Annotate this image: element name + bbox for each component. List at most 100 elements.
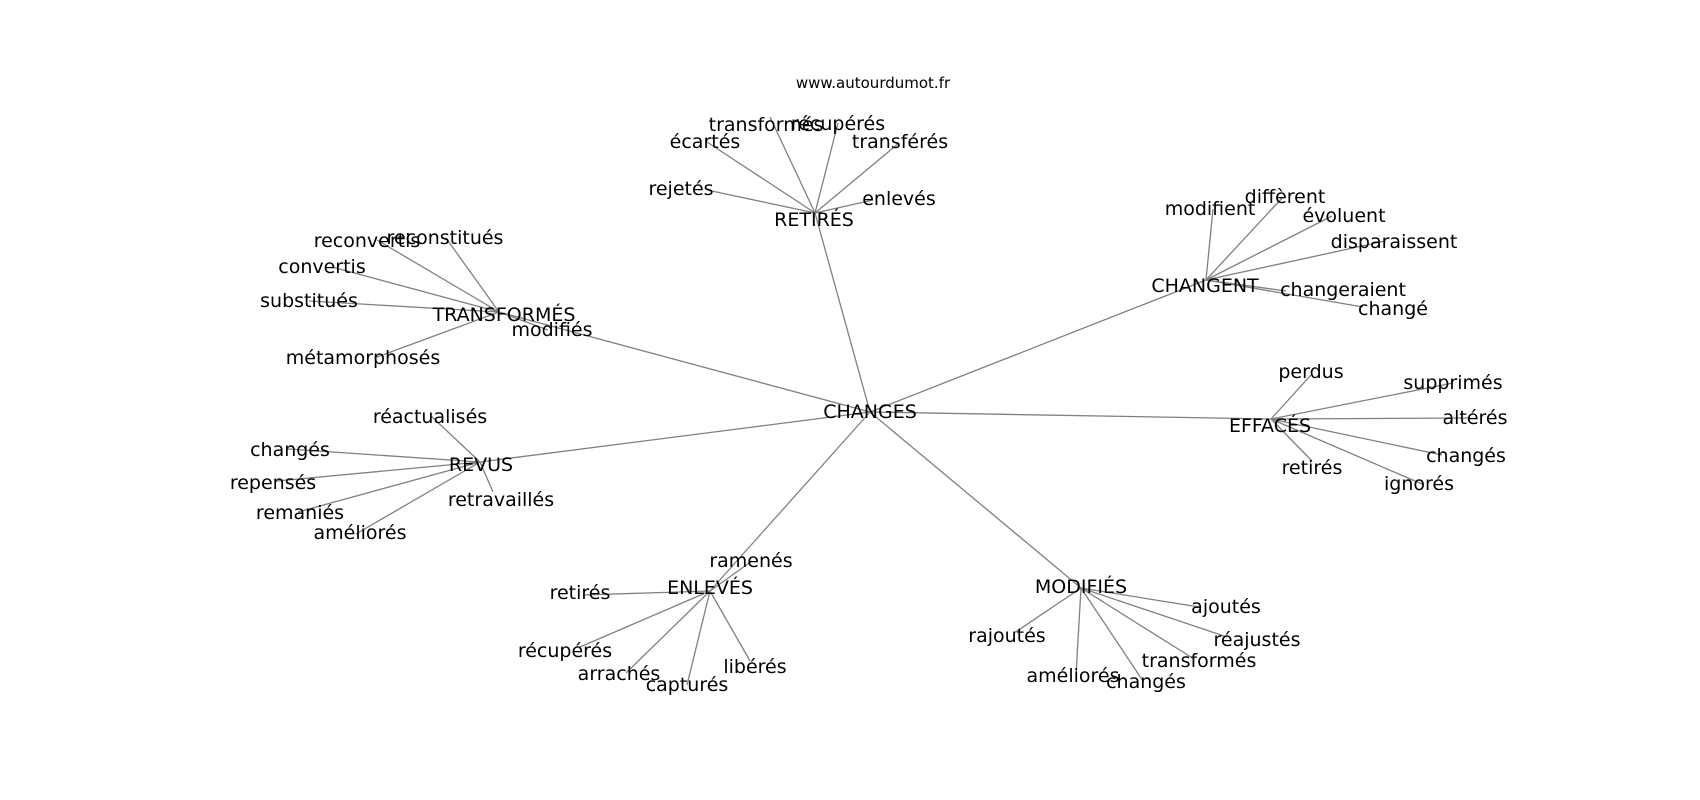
edge-changent-change <box>1205 279 1364 308</box>
leaf-node-effaces-retires[interactable]: retirés <box>1282 457 1343 479</box>
leaf-node-retires-recuperes[interactable]: récupérés <box>791 113 885 135</box>
edge-transformes-metamorphoses <box>376 311 500 358</box>
hub-node-revus[interactable]: REVUS <box>449 454 513 476</box>
hub-node-modifies[interactable]: MODIFIÉS <box>1035 575 1127 598</box>
edge-center-modifies <box>869 411 1082 589</box>
hub-node-effaces[interactable]: EFFACÉS <box>1229 414 1311 437</box>
leaf-node-modifies-changes[interactable]: changés <box>1106 671 1186 693</box>
edge-center-retires <box>814 212 871 413</box>
leaf-node-revus-reactualises[interactable]: réactualisés <box>373 406 487 428</box>
edge-changent-different <box>1205 196 1284 281</box>
edge-center-enleves <box>709 411 871 592</box>
leaf-node-transformes-metamorphoses[interactable]: métamorphosés <box>286 347 440 369</box>
edge-retires-recuperes <box>814 122 839 214</box>
edge-effaces-retires <box>1270 418 1313 462</box>
hub-node-retires[interactable]: RETIRÉS <box>774 208 854 231</box>
hub-node-changent[interactable]: CHANGENT <box>1151 275 1259 297</box>
edge-enleves-retires <box>582 590 711 596</box>
site-label[interactable]: www.autourdumot.fr <box>796 74 951 92</box>
leaf-node-enleves-ramenes[interactable]: ramenés <box>709 550 792 572</box>
edge-revus-changes <box>287 448 481 463</box>
edge-effaces-supprimes <box>1270 382 1454 420</box>
leaf-node-enleves-recuperes[interactable]: récupérés <box>518 640 612 662</box>
leaf-node-effaces-changes[interactable]: changés <box>1426 445 1506 467</box>
leaf-node-changent-evoluent[interactable]: évoluent <box>1302 205 1385 227</box>
leaf-node-retires-transformes[interactable]: transformés <box>709 114 824 136</box>
leaf-node-revus-changes[interactable]: changés <box>250 439 330 461</box>
leaf-node-retires-enleves[interactable]: enlevés <box>862 188 936 210</box>
edge-retires-transformes <box>769 116 816 214</box>
edge-enleves-captures <box>686 590 711 686</box>
edge-center-effaces <box>869 411 1272 420</box>
leaf-node-effaces-perdus[interactable]: perdus <box>1278 361 1343 383</box>
edge-changent-modifient <box>1205 208 1214 281</box>
edge-retires-rejetes <box>706 189 816 214</box>
edges-layer <box>276 116 1471 686</box>
edge-revus-remanies <box>297 461 481 513</box>
leaf-node-enleves-retires[interactable]: retirés <box>550 582 611 604</box>
leaf-node-modifies-rajoutes[interactable]: rajoutés <box>968 625 1045 647</box>
leaf-node-effaces-alteres[interactable]: altérés <box>1442 407 1507 429</box>
edge-transformes-reconvertis <box>376 239 500 313</box>
leaf-node-changent-change[interactable]: changé <box>1358 298 1428 320</box>
leaf-node-enleves-liberes[interactable]: libérés <box>723 656 786 678</box>
leaf-node-modifies-reajustes[interactable]: réajustés <box>1214 629 1301 651</box>
leaf-node-enleves-captures[interactable]: capturés <box>646 674 729 696</box>
leaf-node-transformes-convertis[interactable]: convertis <box>278 256 366 278</box>
edge-retires-ecartes <box>706 141 816 214</box>
hub-node-enleves[interactable]: ENLEVÉS <box>667 576 753 599</box>
edge-effaces-alteres <box>1270 417 1471 420</box>
edge-center-changent <box>869 279 1207 413</box>
edge-revus-ameliores <box>355 461 481 535</box>
edge-modifies-rajoutes <box>1013 587 1082 634</box>
edge-changent-evoluent <box>1205 215 1333 281</box>
edge-changent-disparaissent <box>1205 240 1386 281</box>
labels-layer: www.autourdumot.fr CHANGES RETIRÉS transf… <box>230 74 1508 696</box>
leaf-node-revus-remanies[interactable]: remaniés <box>256 502 344 524</box>
leaf-node-changent-different[interactable]: diffèrent <box>1245 186 1326 208</box>
leaf-node-modifies-ajoutes[interactable]: ajoutés <box>1191 596 1261 618</box>
edge-retires-transferes <box>814 142 900 214</box>
edge-revus-reactualises <box>430 415 481 463</box>
edge-retires-enleves <box>814 199 874 214</box>
edge-transformes-modifies <box>498 311 549 331</box>
edge-center-revus <box>479 411 871 463</box>
edge-enleves-arraches <box>625 590 711 674</box>
edge-enleves-liberes <box>709 590 751 662</box>
leaf-node-enleves-arraches[interactable]: arrachés <box>578 663 661 685</box>
edge-transformes-substitues <box>308 300 500 313</box>
leaf-node-effaces-ignores[interactable]: ignorés <box>1384 473 1454 495</box>
leaf-node-changent-modifient[interactable]: modifient <box>1165 198 1256 220</box>
edge-enleves-recuperes <box>579 590 711 648</box>
leaf-node-revus-repenses[interactable]: repensés <box>230 472 316 494</box>
edge-modifies-ameliores <box>1075 587 1082 676</box>
leaf-node-revus-retravailles[interactable]: retravaillés <box>448 489 554 511</box>
edge-modifies-ajoutes <box>1080 587 1200 608</box>
leaf-node-retires-transferes[interactable]: transférés <box>852 131 948 153</box>
edge-modifies-reajustes <box>1080 587 1228 638</box>
edge-transformes-reconstitues <box>445 237 500 313</box>
edge-modifies-transformes <box>1080 587 1195 660</box>
hub-node-transformes[interactable]: TRANSFORMÉS <box>432 303 576 326</box>
leaf-node-transformes-reconvertis[interactable]: reconvertis <box>314 230 421 252</box>
edge-effaces-ignores <box>1270 418 1423 485</box>
leaf-node-retires-ecartes[interactable]: écartés <box>670 131 741 153</box>
leaf-node-modifies-transformes[interactable]: transformés <box>1142 650 1257 672</box>
leaf-node-modifies-ameliores[interactable]: améliorés <box>1026 665 1119 687</box>
edge-effaces-perdus <box>1270 374 1312 420</box>
edge-revus-retravailles <box>479 461 494 493</box>
center-node[interactable]: CHANGES <box>823 401 917 423</box>
edge-revus-repenses <box>276 461 481 482</box>
leaf-node-transformes-substitues[interactable]: substitués <box>260 290 358 312</box>
edge-modifies-changes <box>1080 587 1144 682</box>
leaf-node-changent-changeraient[interactable]: changeraient <box>1280 279 1406 301</box>
leaf-node-effaces-supprimes[interactable]: supprimés <box>1403 372 1502 394</box>
leaf-node-transformes-modifies[interactable]: modifiés <box>511 319 592 341</box>
edge-enleves-ramenes <box>709 560 753 592</box>
edge-transformes-convertis <box>331 266 500 313</box>
edge-center-transformes <box>498 311 871 413</box>
leaf-node-changent-disparaissent[interactable]: disparaissent <box>1331 231 1458 253</box>
leaf-node-transformes-reconstitues[interactable]: reconstitués <box>387 227 504 249</box>
leaf-node-revus-ameliores[interactable]: améliorés <box>313 522 406 544</box>
leaf-node-retires-rejetes[interactable]: rejetés <box>648 178 713 200</box>
